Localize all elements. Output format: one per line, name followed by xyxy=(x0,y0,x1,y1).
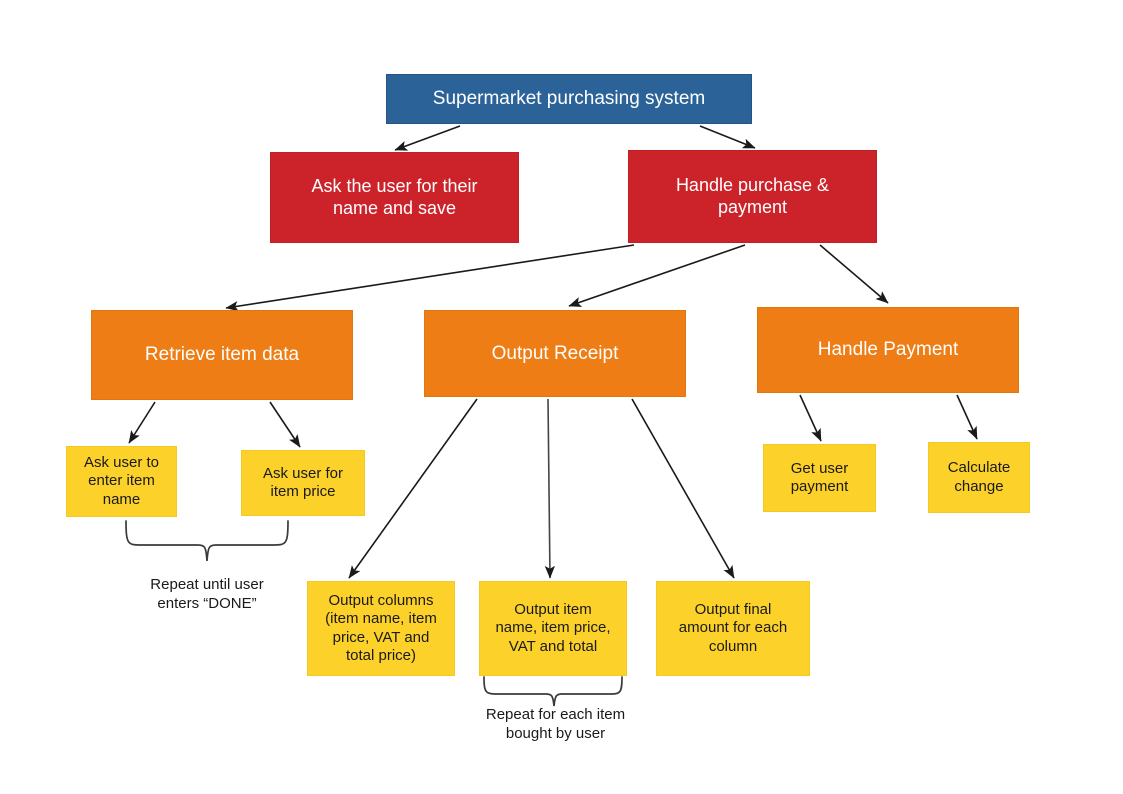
node-output-item-name-price-vat-total[interactable]: Output item name, item price, VAT and to… xyxy=(479,581,627,676)
node-calculate-change[interactable]: Calculate change xyxy=(928,442,1030,513)
node-root[interactable]: Supermarket purchasing system xyxy=(386,74,752,124)
node-ask-the-user-for-their-name-and-save[interactable]: Ask the user for their name and save xyxy=(270,152,519,243)
node-output-final-amount-for-each-column[interactable]: Output final amount for each column xyxy=(656,581,810,676)
edge-root-to-ask-name xyxy=(394,125,461,151)
caption-repeat-for-each-item: Repeat for each item bought by user xyxy=(485,706,626,742)
edge-handle-purchase-to-retrieve xyxy=(225,244,635,312)
node-ask-user-to-enter-item-name[interactable]: Ask user to enter item name xyxy=(66,446,177,517)
edge-payment-to-get-user-payment xyxy=(799,394,822,442)
node-output-receipt[interactable]: Output Receipt xyxy=(424,310,686,397)
edge-receipt-to-output-item-line xyxy=(544,398,555,579)
node-output-columns[interactable]: Output columns (item name, item price, V… xyxy=(307,581,455,676)
brace-repeat-receipt xyxy=(483,676,623,707)
node-handle-payment[interactable]: Handle Payment xyxy=(757,307,1019,393)
edge-handle-purchase-to-handle-payment xyxy=(819,244,889,304)
brace-repeat-items xyxy=(125,520,289,562)
edge-handle-purchase-to-output-receipt xyxy=(568,244,746,307)
edge-payment-to-calculate-change xyxy=(956,394,978,440)
edge-receipt-to-output-final xyxy=(631,398,735,579)
edge-retrieve-to-ask-item-name xyxy=(128,401,156,444)
caption-repeat-until-done: Repeat until user enters “DONE” xyxy=(150,576,264,612)
edge-receipt-to-output-columns xyxy=(348,398,478,579)
node-handle-purchase-and-payment[interactable]: Handle purchase & payment xyxy=(628,150,877,243)
edge-root-to-handle-purchase xyxy=(699,125,756,149)
node-get-user-payment[interactable]: Get user payment xyxy=(763,444,876,512)
node-ask-user-for-item-price[interactable]: Ask user for item price xyxy=(241,450,365,516)
node-retrieve-item-data[interactable]: Retrieve item data xyxy=(91,310,353,400)
edge-retrieve-to-ask-item-price xyxy=(269,401,301,448)
